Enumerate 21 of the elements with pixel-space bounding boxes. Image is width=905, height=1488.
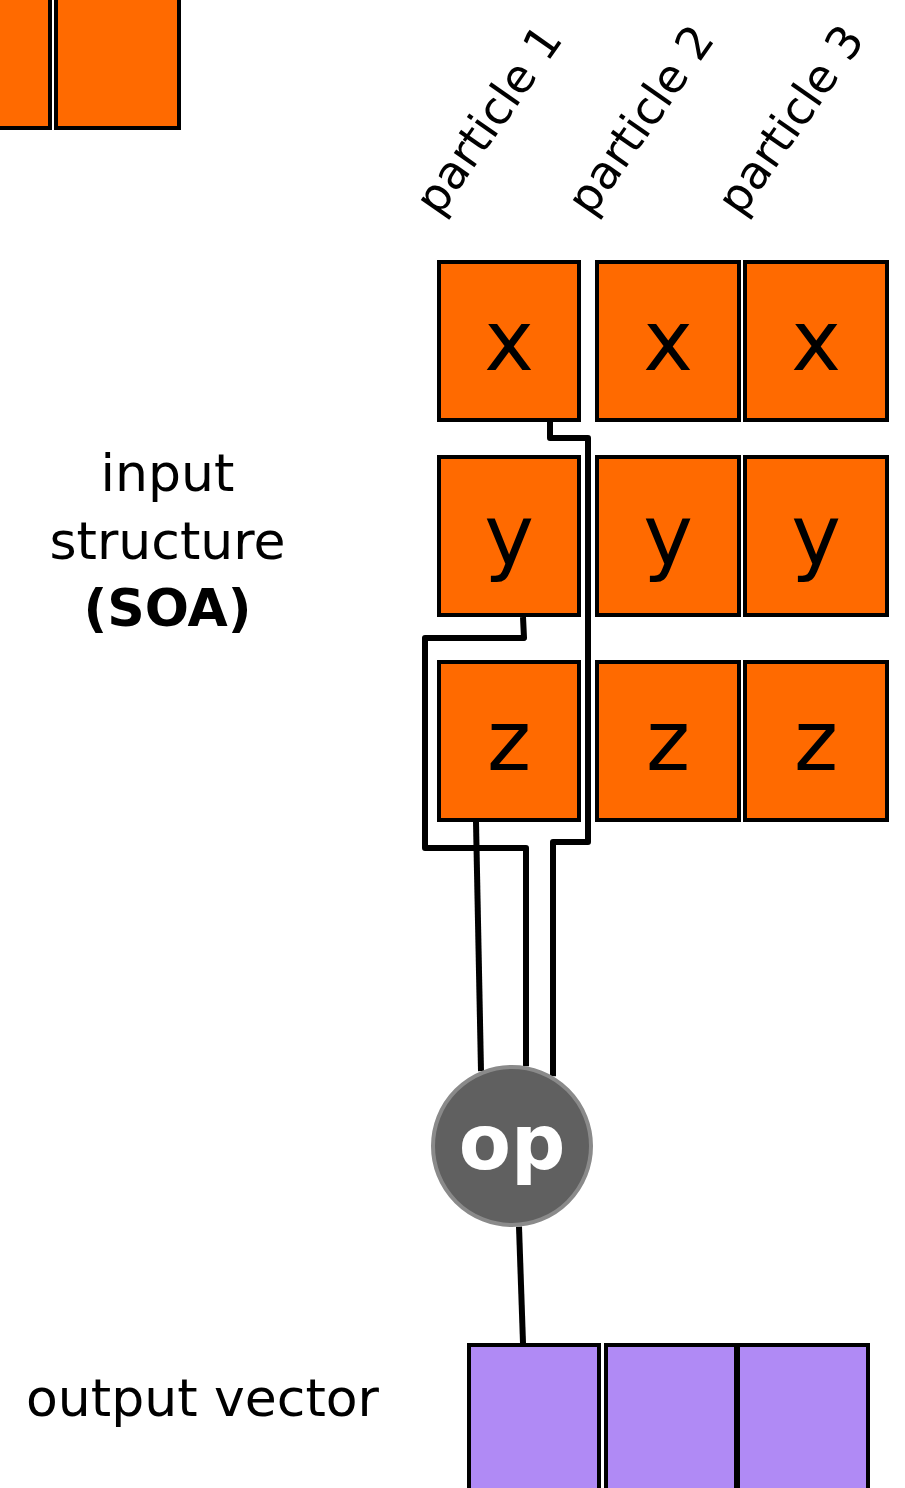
structure-label: input structure (SOA) xyxy=(48,442,287,641)
array-cell: z xyxy=(743,660,889,822)
vector-label: output vector xyxy=(26,1368,379,1428)
connector-line xyxy=(473,821,484,1072)
connector-line xyxy=(422,616,529,1067)
array-cell xyxy=(54,0,181,130)
array-cell xyxy=(0,0,52,130)
connector-line xyxy=(516,1226,526,1344)
array-cell: y xyxy=(743,455,889,617)
output-cell xyxy=(604,1343,738,1488)
operation-circle: op xyxy=(431,1065,593,1227)
connector-line xyxy=(547,422,591,1077)
array-cell: x xyxy=(743,260,889,422)
output-cell xyxy=(736,1343,870,1488)
output-cell xyxy=(467,1343,601,1488)
array-cell: z xyxy=(595,660,741,822)
array-cell: x xyxy=(595,260,741,422)
array-cell: z xyxy=(437,660,581,822)
array-cell: x xyxy=(437,260,581,422)
array-cell: y xyxy=(595,455,741,617)
array-cell: y xyxy=(437,455,581,617)
